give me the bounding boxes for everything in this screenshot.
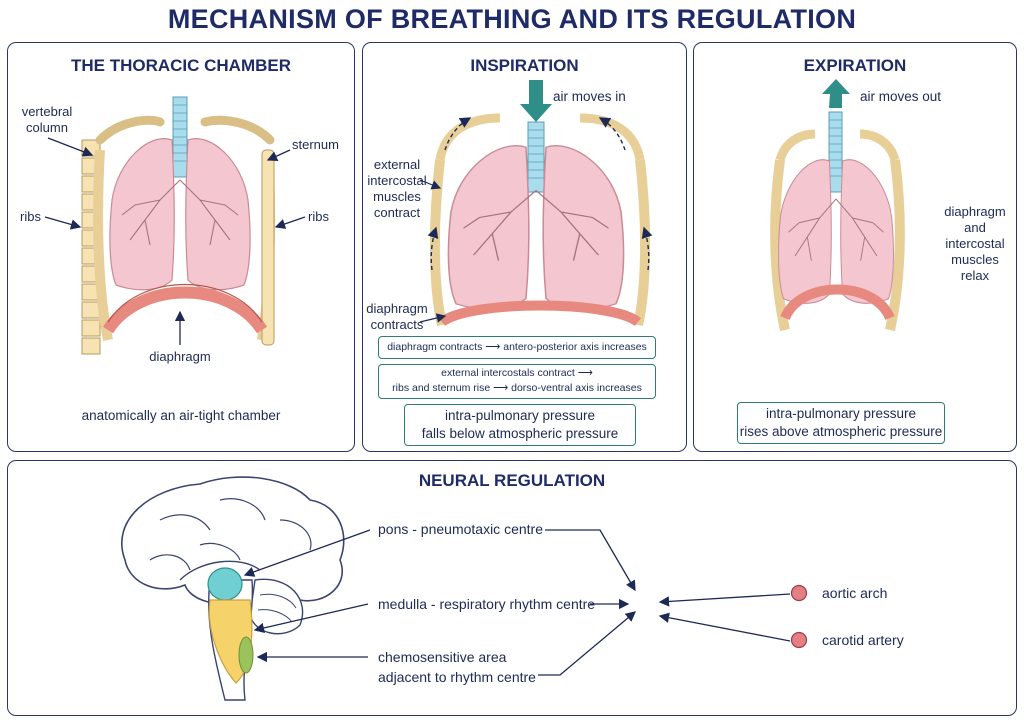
aortic-arch-label: aortic arch xyxy=(822,585,888,601)
inspiration-title: INSPIRATION xyxy=(470,56,579,75)
ribs-right-label: ribs xyxy=(308,209,329,224)
neural-title: NEURAL REGULATION xyxy=(418,471,606,490)
external-intercostal-label: external intercostal muscles contract xyxy=(367,157,427,220)
medulla-label: medulla - respiratory rhythm centre xyxy=(378,596,596,612)
inspiration-pressure-box: intra-pulmonary pressure falls below atm… xyxy=(404,404,636,446)
arrow-right-icon: ⟶ xyxy=(493,382,509,394)
expiration-illustration xyxy=(770,79,905,332)
pons-label: pons - pneumotaxic centre xyxy=(378,521,543,537)
diaphragm-axis-box: diaphragm contracts ⟶ antero-posterior a… xyxy=(378,336,656,359)
air-moves-out-label: air moves out xyxy=(860,89,942,104)
diaphragm-contracts-label: diaphragm contracts xyxy=(366,301,428,332)
box2-cause: external intercostals contract xyxy=(441,367,575,379)
brain-illustration xyxy=(121,476,345,701)
aortic-arch-receptor xyxy=(790,584,808,602)
thoracic-caption: anatomically an air-tight chamber xyxy=(81,408,281,423)
thoracic-title: THE THORACIC CHAMBER xyxy=(70,56,292,75)
vertebral-column-label: vertebral column xyxy=(21,104,73,135)
thoracic-illustration xyxy=(81,96,275,355)
intercostal-axis-box: external intercostals contract ⟶ ribs an… xyxy=(378,364,656,399)
air-moves-in-label: air moves in xyxy=(553,89,626,104)
sternum-label: sternum xyxy=(292,137,339,152)
arrow-right-icon: ⟶ xyxy=(485,341,501,353)
inspiration-illustration xyxy=(427,80,653,327)
chemosensitive-label: chemosensitive area adjacent to rhythm c… xyxy=(378,649,536,685)
carotid-artery-receptor xyxy=(790,631,808,649)
box2-effect: dorso-ventral axis increases xyxy=(511,382,642,394)
diaphragm-label: diaphragm xyxy=(149,349,211,364)
arrow-right-icon: ⟶ xyxy=(577,367,593,379)
box2-middle: ribs and sternum rise xyxy=(392,382,491,394)
expiration-title: EXPIRATION xyxy=(803,56,907,75)
muscles-relax-label: diaphragm and intercostal muscles relax xyxy=(944,204,1006,283)
ribs-left-label: ribs xyxy=(20,209,41,224)
box1-effect: antero-posterior axis increases xyxy=(503,341,647,353)
page-title: MECHANISM OF BREATHING AND ITS REGULATIO… xyxy=(167,4,857,34)
carotid-artery-label: carotid artery xyxy=(822,632,904,648)
expiration-pressure-box: intra-pulmonary pressure rises above atm… xyxy=(737,402,945,444)
box1-cause: diaphragm contracts xyxy=(387,341,483,353)
